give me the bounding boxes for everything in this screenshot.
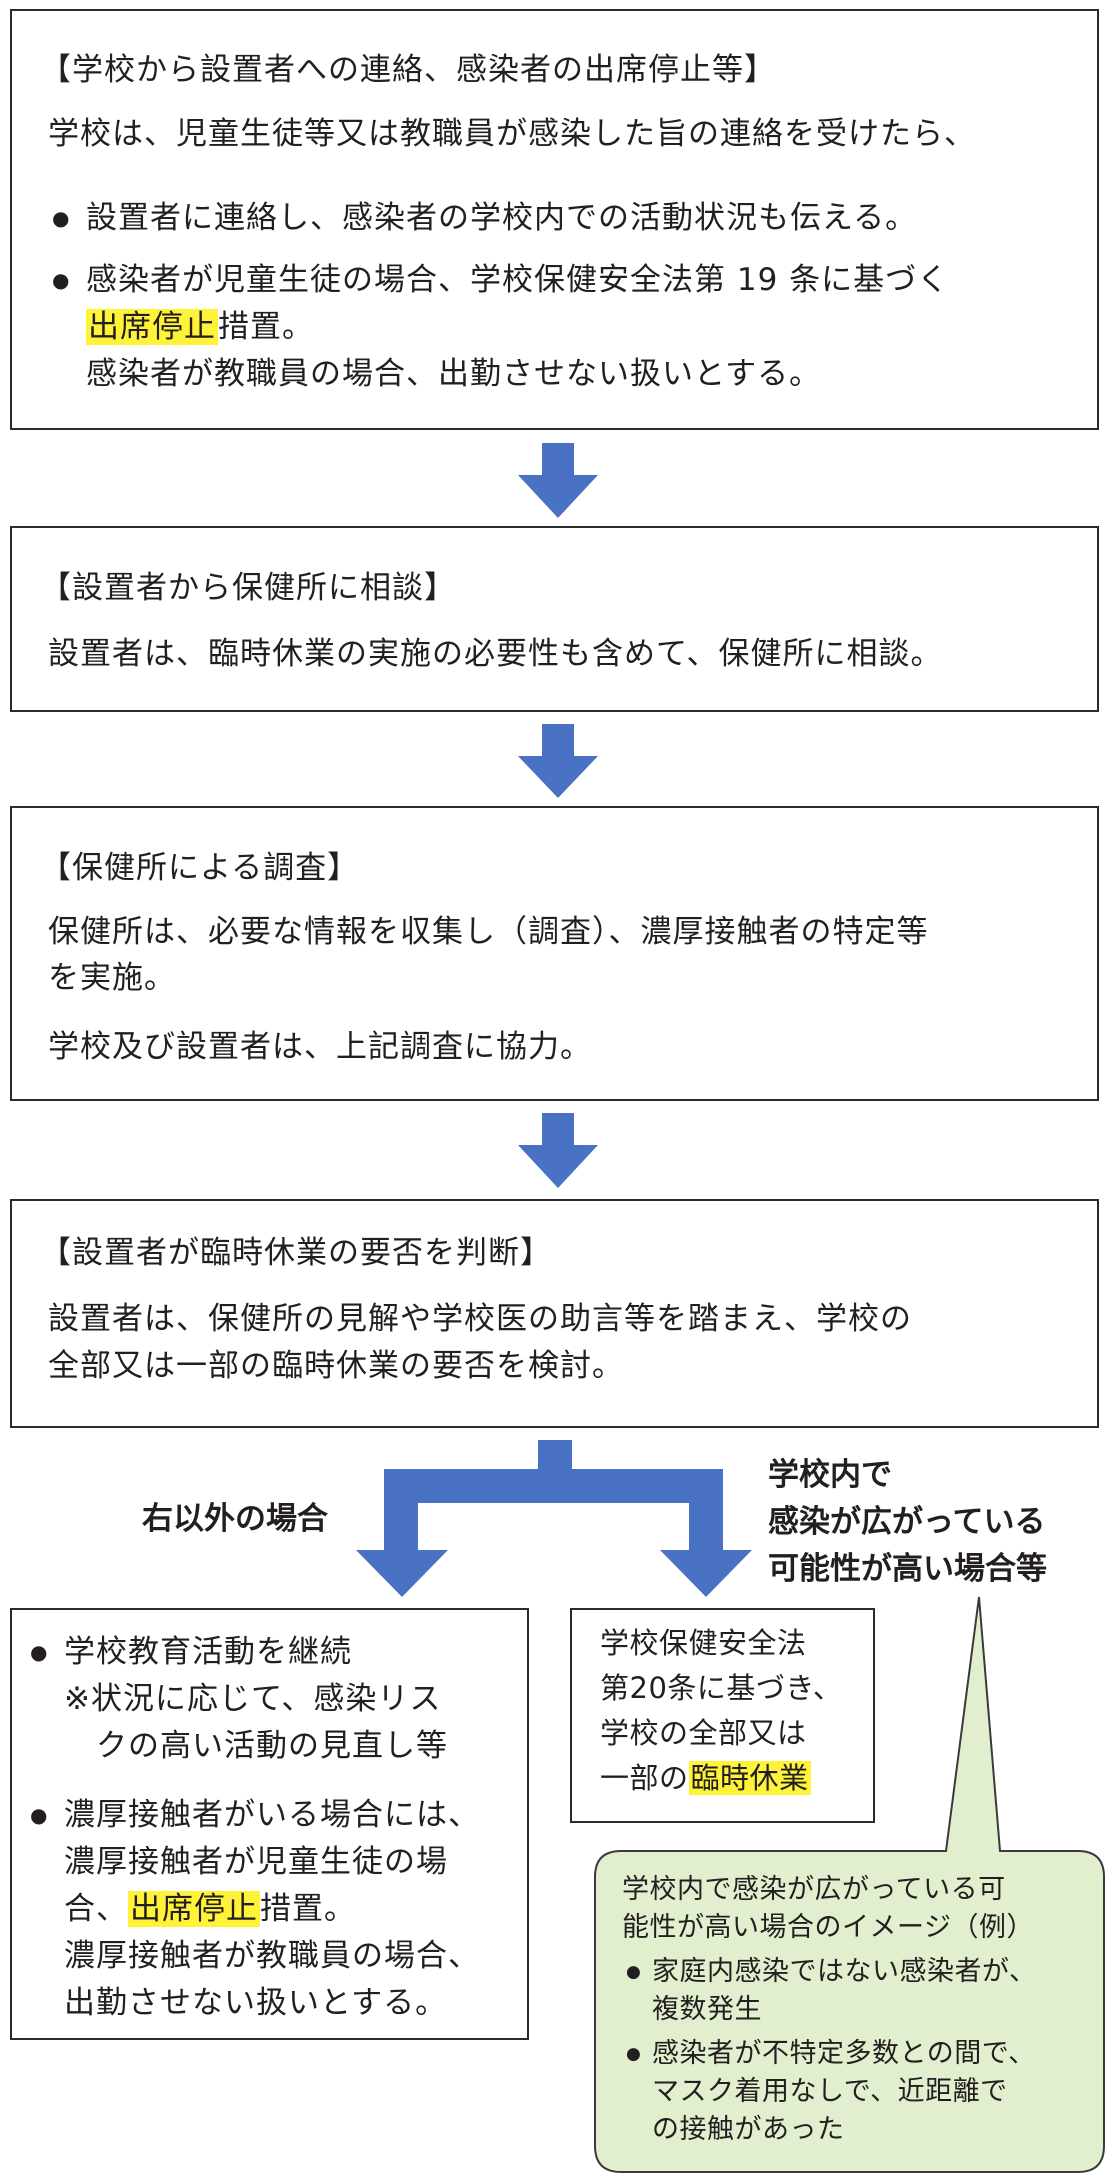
continue-bullet-2-line3: 合、出席停止措置。 — [64, 1887, 356, 1931]
continue-note-line2: クの高い活動の見直し等 — [96, 1728, 448, 1764]
step1-intro: 学校は、児童生徒等又は教職員が感染した旨の連絡を受けたら、 — [48, 116, 976, 152]
step1-bullet-1: 設置者に連絡し、感染者の学校内での活動状況も伝える。 — [52, 196, 917, 240]
closure-line4-prefix: 一部の — [600, 1761, 689, 1795]
branch-arrow — [356, 1440, 752, 1597]
step1-bullet-2-line3: 感染者が教職員の場合、出勤させない扱いとする。 — [86, 356, 822, 392]
callout-bullet-1-line2: 複数発生 — [652, 1994, 762, 2025]
closure-line2: 第20条に基づき、 — [600, 1671, 843, 1705]
step3-line1: 保健所は、必要な情報を収集し（調査）、濃厚接触者の特定等 — [48, 914, 929, 950]
step1-heading: 【学校から設置者への連絡、感染者の出席停止等】 — [40, 52, 776, 88]
branch-right-label-line2: 感染が広がっている — [768, 1504, 1046, 1540]
step2-heading: 【設置者から保健所に相談】 — [40, 570, 456, 606]
continue-note-line1: ※状況に応じて、感染リス — [64, 1681, 442, 1717]
step1-highlight-attendance-stop: 出席停止 — [86, 309, 218, 345]
step3-heading: 【保健所による調査】 — [40, 850, 360, 886]
callout-bullet-2: 感染者が不特定多数との間で、 — [626, 2035, 1036, 2073]
closure-line4: 一部の臨時休業 — [600, 1756, 811, 1801]
step1-bullet-2: 感染者が児童生徒の場合、学校保健安全法第 19 条に基づく — [52, 258, 949, 302]
callout-title-line1: 学校内で感染が広がっている可 — [622, 1874, 1006, 1905]
closure-highlight-temporary-closure: 臨時休業 — [688, 1761, 811, 1795]
branch-right-label-line1: 学校内で — [768, 1457, 892, 1493]
arrow-down-2 — [518, 724, 598, 798]
continue-highlight-attendance-stop: 出席停止 — [128, 1891, 260, 1927]
continue-bullet-2-line2: 濃厚接触者が児童生徒の場 — [64, 1844, 448, 1880]
continue-bullet-2-prefix: 合、 — [64, 1891, 128, 1927]
step1-bullet-2-line2: 出席停止措置。 — [86, 305, 314, 349]
arrow-down-1 — [518, 443, 598, 518]
callout-bullet-2-line2: マスク着用なしで、近距離で — [652, 2076, 1008, 2107]
callout-bubble — [594, 1596, 1105, 2173]
step3-line3: 学校及び設置者は、上記調査に協力。 — [48, 1029, 592, 1065]
branch-right-label-line3: 可能性が高い場合等 — [768, 1551, 1047, 1587]
callout-bullet-1: 家庭内感染ではない感染者が、 — [626, 1953, 1036, 1991]
step2-box — [10, 526, 1099, 712]
step4-heading: 【設置者が臨時休業の要否を判断】 — [40, 1235, 552, 1271]
step4-line2: 全部又は一部の臨時休業の要否を検討。 — [48, 1348, 624, 1384]
closure-line1: 学校保健安全法 — [600, 1626, 807, 1660]
step3-line2: を実施。 — [48, 960, 176, 996]
continue-bullet-2-suffix: 措置。 — [260, 1891, 356, 1927]
step3-box — [10, 806, 1099, 1101]
step4-line1: 設置者は、保健所の見解や学校医の助言等を踏まえ、学校の — [48, 1301, 912, 1337]
step4-box — [10, 1199, 1099, 1428]
callout-title-line2: 能性が高い場合のイメージ（例） — [622, 1912, 1034, 1943]
closure-line3: 学校の全部又は — [600, 1716, 807, 1750]
callout-bullet-2-line3: の接触があった — [652, 2114, 845, 2145]
continue-bullet-1: 学校教育活動を継続 — [30, 1630, 352, 1674]
step1-bullet-2-suffix: 措置。 — [218, 309, 314, 345]
continue-bullet-2: 濃厚接触者がいる場合には、 — [30, 1793, 480, 1837]
continue-bullet-2-line4: 濃厚接触者が教職員の場合、 — [64, 1938, 480, 1974]
step2-body: 設置者は、臨時休業の実施の必要性も含めて、保健所に相談。 — [48, 636, 943, 672]
continue-bullet-2-line5: 出勤させない扱いとする。 — [64, 1985, 448, 2021]
arrow-down-3 — [518, 1113, 598, 1188]
branch-left-label: 右以外の場合 — [142, 1501, 328, 1537]
